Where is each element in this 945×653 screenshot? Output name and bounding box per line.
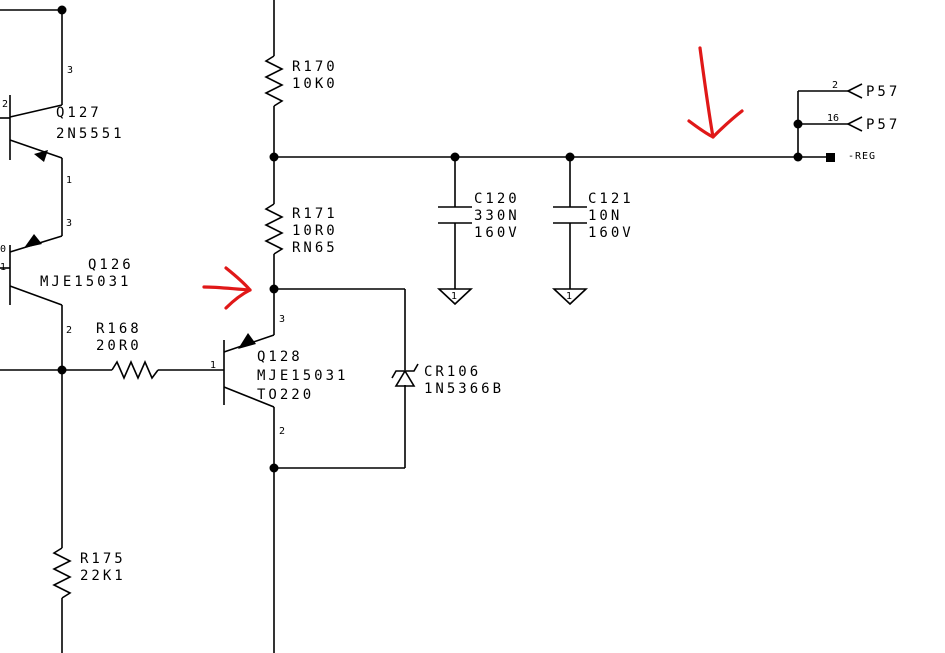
q127-part: 2N5551 bbox=[56, 126, 125, 142]
pin-label: 2 bbox=[2, 99, 8, 110]
transistor-q127: 3 1 2 Q127 2N5551 bbox=[0, 65, 125, 186]
net-label-neg-reg: -REG bbox=[848, 151, 876, 162]
r175-ref: R175 bbox=[80, 551, 126, 567]
resistor-r170: R170 10K0 bbox=[264, 55, 338, 107]
cr106-part: 1N5366B bbox=[424, 381, 504, 397]
r175-value: 22K1 bbox=[80, 568, 126, 584]
gnd-label: 1 bbox=[451, 291, 457, 302]
left-transistors: 3 1 2 Q127 2N5551 3 1 0 2 Q126 MJE15031 bbox=[0, 5, 224, 653]
pin-label: 3 bbox=[67, 65, 73, 76]
r170-ref: R170 bbox=[292, 59, 338, 75]
resistor-r171: R171 10R0 RN65 bbox=[264, 203, 338, 256]
red-arrow-right-icon bbox=[202, 266, 252, 310]
c121-value: 10N bbox=[588, 208, 622, 224]
r168-value: 20R0 bbox=[96, 338, 142, 354]
c120-value: 330N bbox=[474, 208, 520, 224]
pin-label: 3 bbox=[66, 218, 72, 229]
capacitor-c121: 1 C121 10N 160V bbox=[551, 157, 634, 306]
gnd-label: 1 bbox=[566, 291, 572, 302]
center-column: R170 10K0 R171 10R0 RN65 3 1 2 Q128 MJE1… bbox=[210, 0, 504, 653]
r171-ref: R171 bbox=[292, 206, 338, 222]
pin-label: 2 bbox=[66, 325, 72, 336]
red-arrow-down-icon bbox=[687, 46, 744, 139]
c120-ref: C120 bbox=[474, 191, 520, 207]
pin-label: 2 bbox=[279, 426, 285, 437]
pin-label: 0 bbox=[0, 244, 6, 255]
zener-cr106: CR106 1N5366B bbox=[274, 288, 504, 469]
cr106-ref: CR106 bbox=[424, 364, 481, 380]
transistor-q126: 3 1 0 2 Q126 MJE15031 bbox=[0, 218, 134, 336]
q128-package: TO220 bbox=[257, 387, 314, 403]
r168-ref: R168 bbox=[96, 321, 142, 337]
r171-extra: RN65 bbox=[292, 240, 338, 256]
c121-voltage: 160V bbox=[588, 225, 634, 241]
capacitor-c120: 1 C120 330N 160V bbox=[436, 157, 520, 306]
r170-value: 10K0 bbox=[292, 76, 338, 92]
annotations bbox=[202, 46, 744, 310]
neg-reg-rail: -REG 1 C120 330N 160V 1 C121 10N 160V bbox=[274, 80, 900, 306]
r171-value: 10R0 bbox=[292, 223, 338, 239]
q128-ref: Q128 bbox=[257, 349, 303, 365]
resistor-r175: R175 22K1 bbox=[52, 547, 126, 653]
q127-ref: Q127 bbox=[56, 105, 102, 121]
c120-voltage: 160V bbox=[474, 225, 520, 241]
pin-label: 1 bbox=[0, 262, 6, 273]
connector-p57: 2 16 P57 P57 bbox=[793, 80, 900, 157]
c121-ref: C121 bbox=[588, 191, 634, 207]
transistor-q128: 3 1 2 Q128 MJE15031 TO220 bbox=[210, 314, 348, 437]
q126-part: MJE15031 bbox=[40, 274, 131, 290]
net-terminal bbox=[826, 153, 835, 162]
pin-label: 1 bbox=[210, 360, 216, 371]
resistor-r168: R168 20R0 bbox=[62, 321, 224, 380]
connector-name: P57 bbox=[866, 84, 900, 100]
connector-pin-label: 2 bbox=[832, 80, 838, 91]
pin-label: 3 bbox=[279, 314, 285, 325]
q126-ref: Q126 bbox=[88, 257, 134, 273]
connector-pin-label: 16 bbox=[827, 113, 839, 124]
connector-name: P57 bbox=[866, 117, 900, 133]
pin-label: 1 bbox=[66, 175, 72, 186]
q128-part: MJE15031 bbox=[257, 368, 348, 384]
